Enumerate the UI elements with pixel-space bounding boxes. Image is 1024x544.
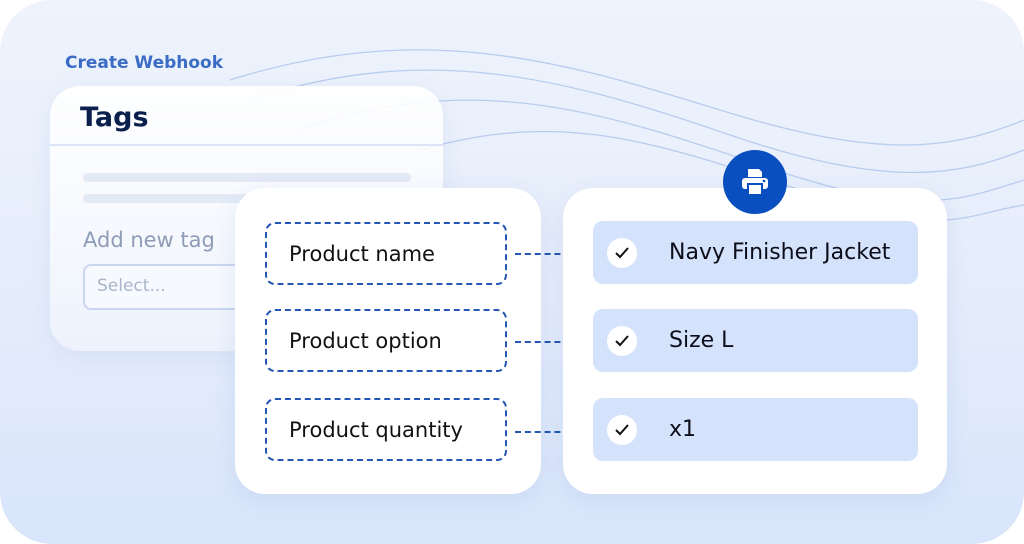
field-label: Product name <box>289 241 435 266</box>
placeholder-line <box>83 173 411 182</box>
check-icon <box>607 414 637 445</box>
value-row: Navy Finisher Jacket <box>593 221 918 284</box>
connector-line <box>515 253 590 255</box>
placeholder-line <box>83 194 263 203</box>
printer-icon <box>723 150 787 214</box>
value-row: x1 <box>593 398 918 461</box>
check-icon <box>607 237 637 268</box>
value-row: Size L <box>593 309 918 372</box>
add-tag-label: Add new tag <box>83 228 215 252</box>
connector-line <box>515 431 590 433</box>
tags-title: Tags <box>80 102 149 133</box>
divider <box>50 144 443 146</box>
value-label: x1 <box>669 417 697 442</box>
value-label: Size L <box>669 328 734 353</box>
check-icon <box>607 325 637 356</box>
field-label: Product option <box>289 328 442 353</box>
fields-card: Product name Product option Product quan… <box>235 188 541 494</box>
connector-line <box>515 341 590 343</box>
field-product-name[interactable]: Product name <box>265 222 507 285</box>
field-product-quantity[interactable]: Product quantity <box>265 398 507 461</box>
field-label: Product quantity <box>289 417 463 442</box>
breadcrumb[interactable]: Create Webhook <box>65 53 224 73</box>
value-label: Navy Finisher Jacket <box>669 240 891 265</box>
values-card: Navy Finisher Jacket Size L x1 <box>563 188 947 494</box>
field-product-option[interactable]: Product option <box>265 309 507 372</box>
